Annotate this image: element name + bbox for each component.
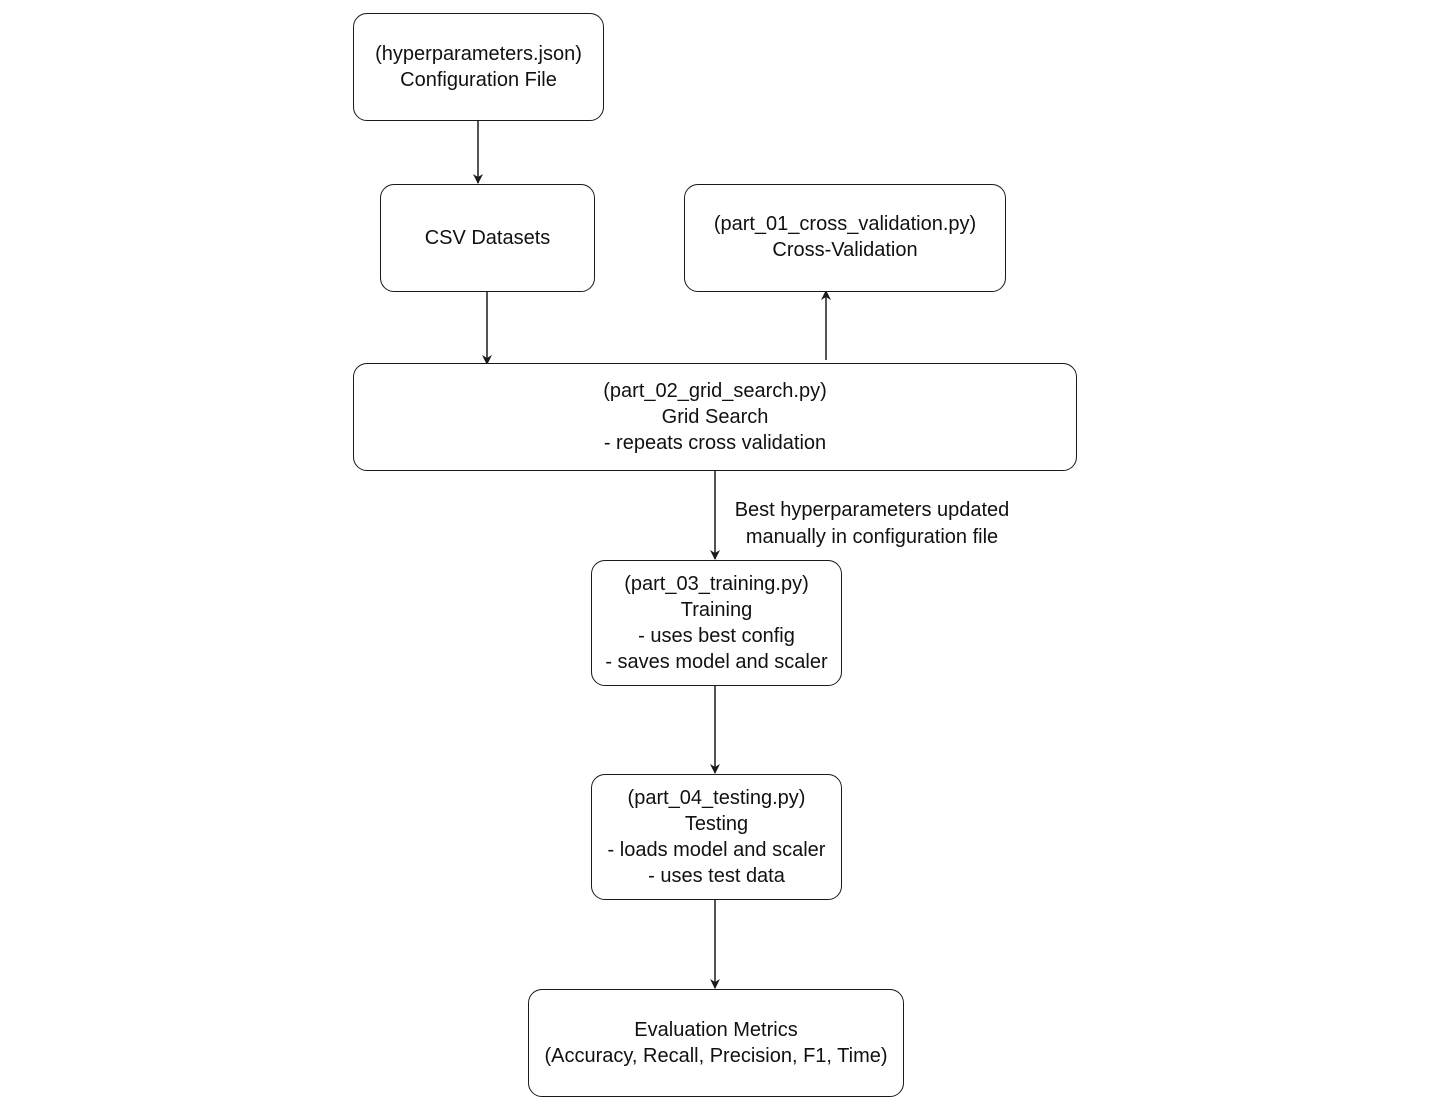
- node-training-title: Training: [680, 599, 753, 621]
- node-training-filename: (part_03_training.py): [624, 573, 809, 595]
- node-evaluation-metrics: Evaluation Metrics (Accuracy, Recall, Pr…: [528, 989, 904, 1097]
- node-csv-datasets-title: CSV Datasets: [424, 227, 551, 249]
- node-grid-search-note: - repeats cross validation: [603, 432, 827, 454]
- node-testing-note-2: - uses test data: [648, 865, 785, 887]
- node-grid-search: (part_02_grid_search.py) Grid Search - r…: [353, 363, 1077, 471]
- node-cross-validation: (part_01_cross_validation.py) Cross-Vali…: [684, 184, 1006, 292]
- node-cross-validation-filename: (part_01_cross_validation.py): [713, 213, 977, 235]
- node-training-note-2: - saves model and scaler: [605, 651, 828, 673]
- node-configuration-file-title: Configuration File: [400, 69, 557, 91]
- edge-label-line-1: Best hyperparameters updated: [734, 499, 1010, 521]
- node-configuration-file-filename: (hyperparameters.json): [375, 43, 582, 65]
- node-training: (part_03_training.py) Training - uses be…: [591, 560, 842, 686]
- node-testing-filename: (part_04_testing.py): [627, 787, 806, 809]
- node-evaluation-metrics-list: (Accuracy, Recall, Precision, F1, Time): [544, 1045, 888, 1067]
- edge-label-best-hyperparameters: Best hyperparameters updated manually in…: [722, 497, 1022, 551]
- edge-label-line-2: manually in configuration file: [745, 526, 999, 548]
- node-cross-validation-title: Cross-Validation: [772, 239, 918, 261]
- node-evaluation-metrics-title: Evaluation Metrics: [634, 1019, 798, 1041]
- node-testing-note-1: - loads model and scaler: [607, 839, 826, 861]
- node-grid-search-filename: (part_02_grid_search.py): [603, 380, 827, 402]
- node-csv-datasets: CSV Datasets: [380, 184, 595, 292]
- node-testing: (part_04_testing.py) Testing - loads mod…: [591, 774, 842, 900]
- node-training-note-1: - uses best config: [638, 625, 795, 647]
- node-configuration-file: (hyperparameters.json) Configuration Fil…: [353, 13, 604, 121]
- node-testing-title: Testing: [684, 813, 749, 835]
- node-grid-search-title: Grid Search: [661, 406, 769, 428]
